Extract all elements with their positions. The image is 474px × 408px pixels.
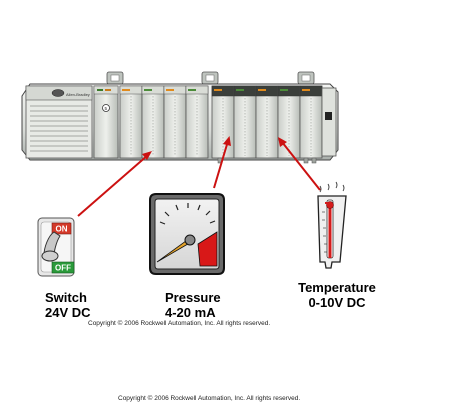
switch-on-text: ON xyxy=(56,225,68,234)
left-module-label: 5 xyxy=(105,106,108,111)
thermometer-mercury xyxy=(328,206,332,258)
temperature-name: Temperature xyxy=(298,280,376,295)
arrow-temperature-to-plc xyxy=(278,137,321,191)
plc-end-cap xyxy=(321,87,337,157)
plc-communication-module: 5 xyxy=(93,85,119,159)
plc-io-modules xyxy=(119,85,323,159)
io-module xyxy=(141,85,165,159)
io-module xyxy=(163,85,187,159)
heat-lines xyxy=(319,181,345,193)
chassis-top-clip-middle xyxy=(201,71,219,85)
io-module xyxy=(119,85,143,159)
switch-off-text: OFF xyxy=(55,264,71,273)
switch-signal: 24V DC xyxy=(45,305,91,320)
io-module xyxy=(211,85,235,159)
io-module xyxy=(233,85,257,159)
io-module xyxy=(299,85,323,159)
pressure-gauge-icon xyxy=(149,193,225,275)
toggle-switch-icon: ON OFF xyxy=(37,217,75,277)
chassis-top-clip-right xyxy=(297,71,315,85)
arrow-pressure-to-plc xyxy=(213,136,231,189)
switch-on-indicator: ON xyxy=(51,222,72,235)
plc-bottom-terminals xyxy=(217,157,317,164)
temperature-label: Temperature 0-10V DC xyxy=(296,280,378,310)
thermometer-icon xyxy=(317,181,347,269)
plc-brand-text: Allen-Bradley xyxy=(66,92,90,97)
pressure-signal: 4-20 mA xyxy=(165,305,216,320)
arrow-switch-to-plc xyxy=(77,151,152,217)
signal-arrows xyxy=(77,136,321,217)
copyright-notice-lower: Copyright © 2006 Rockwell Automation, In… xyxy=(118,395,301,402)
copyright-notice-upper: Copyright © 2006 Rockwell Automation, In… xyxy=(88,320,271,327)
io-module xyxy=(277,85,301,159)
chassis-top-clip-left xyxy=(106,71,124,85)
allen-bradley-logo xyxy=(51,89,65,97)
io-module xyxy=(185,85,209,159)
plc-chassis: Allen-Bradley 5 xyxy=(21,71,339,164)
switch-label: Switch 24V DC xyxy=(45,290,91,320)
plc-controller-module: Allen-Bradley xyxy=(25,85,93,159)
temperature-signal: 0-10V DC xyxy=(308,295,366,310)
gauge-ticks xyxy=(159,203,216,225)
pressure-name: Pressure xyxy=(165,290,221,305)
module-dial-icon xyxy=(102,104,110,112)
io-module xyxy=(255,85,279,159)
switch-name: Switch xyxy=(45,290,87,305)
pressure-label: Pressure 4-20 mA xyxy=(165,290,221,320)
switch-off-indicator: OFF xyxy=(51,261,75,274)
